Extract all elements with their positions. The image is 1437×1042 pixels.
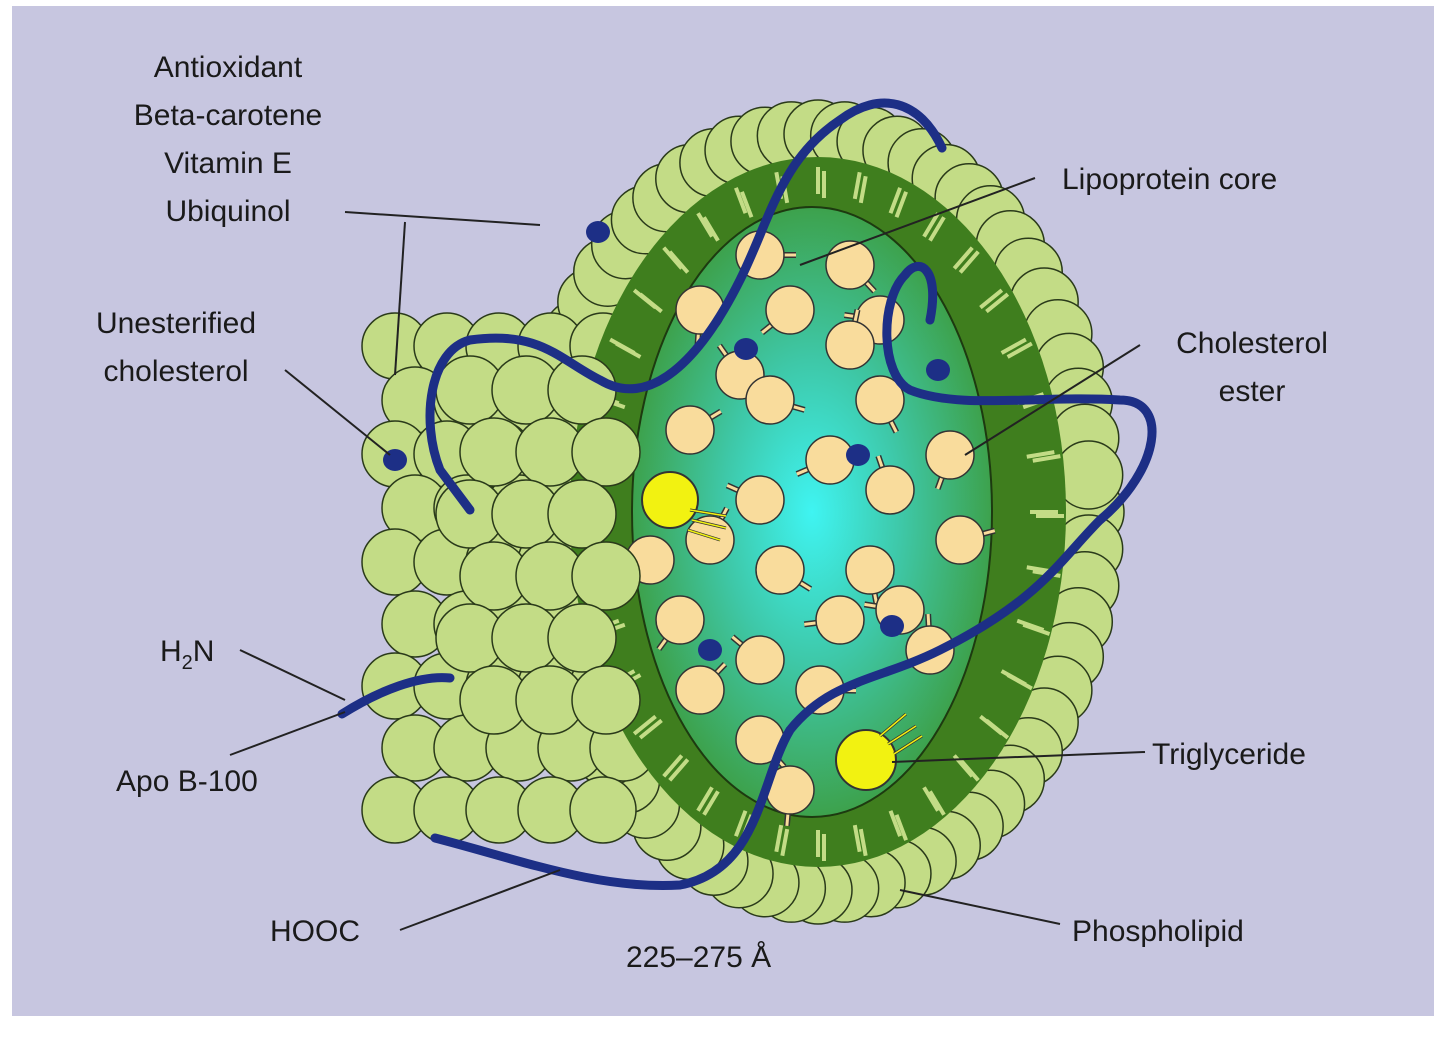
antioxidant-dot (698, 639, 722, 661)
triglyceride-label: Triglyceride (1152, 731, 1306, 779)
h2n-label-n: N (193, 635, 215, 668)
hooc-label: HOOC (270, 908, 360, 956)
lipoprotein-core-label: Lipoprotein core (1062, 156, 1277, 204)
h2n-label-h: H (160, 635, 182, 668)
antioxidant-label-line2: Beta-carotene (134, 92, 322, 140)
antioxidant-dot (586, 221, 610, 243)
phospholipid-head (570, 777, 636, 843)
h2n-label-subscript: 2 (182, 652, 193, 674)
cholesterol-ester-label: Cholesterol ester (1176, 320, 1328, 416)
unesterified-label-line1: Unesterified (96, 300, 256, 348)
apo-b-100-label: Apo B-100 (116, 758, 258, 806)
h2n-label: H2N (160, 628, 214, 679)
antioxidant-label-line3: Vitamin E (134, 140, 322, 188)
antioxidant-dot (926, 359, 950, 381)
cholesterol-ester-label-line2: ester (1176, 368, 1328, 416)
phospholipid-head (572, 542, 640, 610)
unesterified-cholesterol-label: Unesterified cholesterol (96, 300, 256, 396)
phospholipid-head (548, 480, 616, 548)
antioxidant-dot (846, 444, 870, 466)
antioxidant-dot (880, 615, 904, 637)
phospholipid-head (548, 604, 616, 672)
unesterified-label-line2: cholesterol (96, 348, 256, 396)
phospholipid-head (572, 418, 640, 486)
phospholipid-head (572, 666, 640, 734)
phospholipid-label: Phospholipid (1072, 908, 1244, 956)
antioxidant-dot (734, 338, 758, 360)
antioxidant-label-line4: Ubiquinol (134, 188, 322, 236)
antioxidant-label-line1: Antioxidant (134, 44, 322, 92)
size-label: 225–275 Å (626, 934, 771, 982)
cholesterol-ester-label-line1: Cholesterol (1176, 320, 1328, 368)
antioxidant-label: Antioxidant Beta-carotene Vitamin E Ubiq… (134, 44, 322, 236)
